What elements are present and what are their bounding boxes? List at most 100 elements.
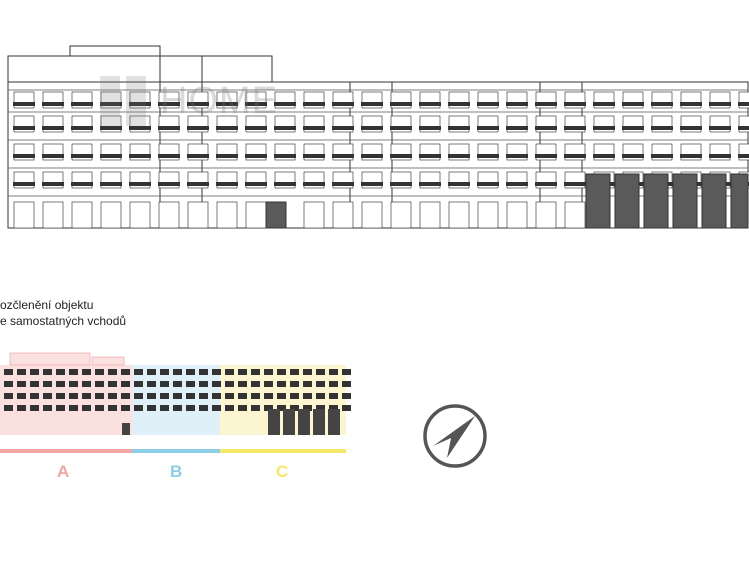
balcony-rail (100, 182, 122, 186)
diagram-window (95, 393, 104, 399)
balcony-rail (506, 182, 528, 186)
section-elevation-diagram (0, 352, 351, 453)
balcony-rail (187, 154, 209, 158)
diagram-window (303, 393, 312, 399)
balcony-rail (738, 154, 749, 158)
watermark-text: HOME (160, 80, 278, 122)
balcony-rail (100, 126, 122, 130)
ground-window (187, 201, 209, 229)
diagram-window (121, 405, 130, 411)
balcony-rail (216, 182, 238, 186)
diagram-window (121, 393, 130, 399)
diagram-window (69, 393, 78, 399)
balcony-rail (13, 182, 35, 186)
balcony-rail (651, 154, 673, 158)
balcony-rail (419, 102, 441, 106)
balcony-rail (448, 154, 470, 158)
diagram-window (30, 381, 39, 387)
balcony-rail (332, 126, 354, 130)
balcony-rail (477, 182, 499, 186)
balcony-rail (564, 126, 586, 130)
balcony-rail (216, 102, 238, 106)
compass-north-arrow-icon (423, 404, 487, 468)
diagram-window (173, 369, 182, 375)
diagram-window (56, 393, 65, 399)
diagram-window (212, 369, 221, 375)
balcony-rail (274, 154, 296, 158)
diagram-window (69, 369, 78, 375)
diagram-window (17, 369, 26, 375)
balcony-rail (245, 126, 267, 130)
diagram-window (277, 381, 286, 387)
balcony-rail (390, 102, 412, 106)
diagram-window (69, 381, 78, 387)
diagram-window (303, 405, 312, 411)
diagram-window (108, 405, 117, 411)
balcony-rail (622, 126, 644, 130)
ground-window (245, 201, 267, 229)
balcony-rail (448, 182, 470, 186)
diagram-window (277, 369, 286, 375)
diagram-window (30, 405, 39, 411)
diagram-window (342, 405, 351, 411)
ground-window (419, 201, 441, 229)
diagram-window (316, 369, 325, 375)
diagram-window (56, 381, 65, 387)
diagram-window (43, 369, 52, 375)
balcony-rail (274, 126, 296, 130)
diagram-window (290, 393, 299, 399)
balcony-rail (535, 154, 557, 158)
balcony-rail (274, 182, 296, 186)
diagram-window (17, 405, 26, 411)
diagram-window (277, 393, 286, 399)
balcony-rail (274, 102, 296, 106)
balcony-rail (13, 102, 35, 106)
diagram-window (95, 381, 104, 387)
diagram-window (56, 369, 65, 375)
balcony-rail (535, 126, 557, 130)
balcony-rail (680, 126, 702, 130)
diagram-window (199, 393, 208, 399)
diagram-window (277, 405, 286, 411)
diagram-window (134, 393, 143, 399)
balcony-rail (593, 154, 615, 158)
balcony-rail (129, 102, 151, 106)
diagram-window (134, 369, 143, 375)
diagram-window (95, 369, 104, 375)
diagram-window (238, 381, 247, 387)
ground-window (477, 201, 499, 229)
balcony-rail (42, 182, 64, 186)
segment-label-c: C (276, 462, 289, 481)
ground-window (303, 201, 325, 229)
diagram-window (329, 405, 338, 411)
diagram-window (160, 369, 169, 375)
balcony-rail (187, 182, 209, 186)
balcony-rail (506, 154, 528, 158)
diagram-window (4, 393, 13, 399)
diagram-window (212, 405, 221, 411)
ground-window (158, 201, 180, 229)
balcony-rail (651, 102, 673, 106)
diagram-window (316, 381, 325, 387)
ground-window (71, 201, 93, 229)
diagram-window (251, 405, 260, 411)
diagram-window (43, 405, 52, 411)
diagram-window (251, 393, 260, 399)
balcony-rail (303, 154, 325, 158)
balcony-rail (129, 154, 151, 158)
balcony-rail (129, 126, 151, 130)
diagram-window (17, 393, 26, 399)
roof-setback-4 (201, 55, 273, 83)
balcony-rail (506, 102, 528, 106)
balcony-rail (158, 102, 180, 106)
ground-window (42, 201, 64, 229)
diagram-window (4, 369, 13, 375)
balcony-rail (419, 182, 441, 186)
diagram-window (329, 381, 338, 387)
diagram-window (199, 381, 208, 387)
diagram-window (4, 405, 13, 411)
balcony-rail (680, 154, 702, 158)
ground-window (100, 201, 122, 229)
balcony-rail (535, 102, 557, 106)
ground-window (129, 201, 151, 229)
